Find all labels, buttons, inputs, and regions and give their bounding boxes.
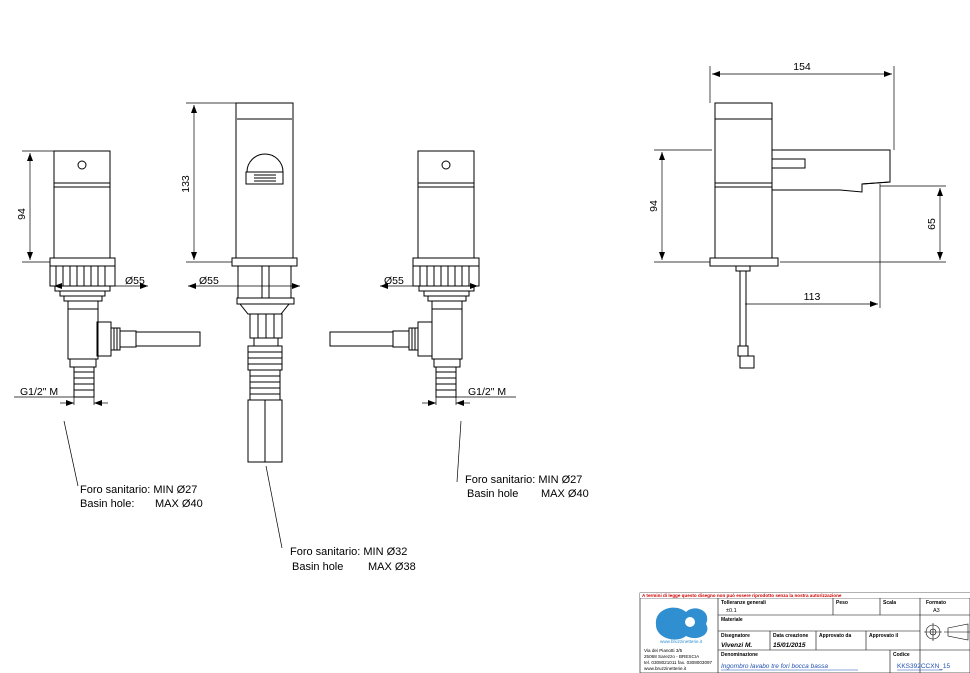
tolleranze-label: Tolleranze generali xyxy=(721,600,767,606)
codice-label: Codice xyxy=(893,652,910,658)
note-left: Foro sanitario: MIN Ø27 Basin hole: MAX … xyxy=(80,484,203,510)
note-left-line2-value: MAX Ø40 xyxy=(155,498,203,510)
disegnatore-value: Vivenzi M. xyxy=(721,642,752,649)
note-center-line2-label: Basin hole xyxy=(292,561,343,573)
note-left-line2-label: Basin hole: xyxy=(80,498,134,510)
title-block-warning: A termini di legge questo disegno non pu… xyxy=(642,593,842,598)
address-line-1: Via dei Pianotti 3/5 xyxy=(644,648,683,653)
note-center-line1: Foro sanitario: MIN Ø32 xyxy=(290,546,407,558)
tolleranze-value: ±0.1 xyxy=(726,608,737,614)
side-height-dimension: 94 xyxy=(648,200,660,212)
note-center: Foro sanitario: MIN Ø32 Basin hole MAX Ø… xyxy=(290,546,416,573)
company-logo xyxy=(655,607,708,640)
center-spout-front-view xyxy=(231,102,298,463)
note-right-line2-value: MAX Ø40 xyxy=(541,488,589,500)
note-right: Foro sanitario: MIN Ø27 Basin hole MAX Ø… xyxy=(465,474,589,500)
spout-height-65-dimension: 65 xyxy=(926,218,938,230)
side-dimension-lines xyxy=(654,66,946,308)
left-dimension-lines xyxy=(14,150,148,487)
title-block-warning-bar xyxy=(640,593,970,598)
data-creazione-label: Data creazione xyxy=(773,633,809,639)
codice-value: KKS392CCXN_15 xyxy=(897,663,950,670)
center-dimension-lines xyxy=(186,102,300,549)
overall-length-dimension: 154 xyxy=(793,61,811,73)
formato-label: Formato xyxy=(926,600,946,606)
right-valve-front-view xyxy=(329,150,480,398)
logo-website: www.bruzzinetterie.it xyxy=(660,639,703,644)
formato-value: A3 xyxy=(933,608,940,614)
address-line-4: www.bruzzinetterie.it xyxy=(644,666,687,671)
note-right-line2-label: Basin hole xyxy=(467,488,518,500)
center-diameter-dimension: Ø55 xyxy=(199,275,219,287)
denominazione-value: Ingombro lavabo tre fori bocca bassa xyxy=(721,663,828,670)
note-left-line1: Foro sanitario: MIN Ø27 xyxy=(80,484,197,496)
denominazione-label: Denominazione xyxy=(721,652,758,658)
address-line-3: tel. 0308021011 fax. 0308003097 xyxy=(644,660,713,665)
note-center-line2-value: MAX Ø38 xyxy=(368,561,416,573)
right-dimension-lines xyxy=(380,283,516,483)
peso-label: Peso xyxy=(836,600,848,606)
scala-label: Scala xyxy=(883,600,896,606)
approvato-da-label: Approvato da xyxy=(819,633,851,639)
left-diameter-dimension: Ø55 xyxy=(125,275,145,287)
right-diameter-dimension: Ø55 xyxy=(384,275,404,287)
left-valve-front-view xyxy=(49,150,201,398)
spout-reach-dimension: 113 xyxy=(804,291,821,303)
left-thread-dimension: G1/2" M xyxy=(20,386,58,398)
disegnatore-label: Disegnatore xyxy=(721,633,750,639)
materiale-label: Materiale xyxy=(721,617,743,623)
right-thread-dimension: G1/2" M xyxy=(468,386,506,398)
note-right-line1: Foro sanitario: MIN Ø27 xyxy=(465,474,582,486)
spout-height-dimension: 133 xyxy=(180,175,192,193)
approvato-il-label: Approvato il xyxy=(869,633,899,639)
left-height-dimension: 94 xyxy=(16,208,28,220)
address-line-2: 25068 Sarezzo - BRESCIA xyxy=(644,654,700,659)
projection-symbol-icon xyxy=(924,623,970,641)
data-creazione-value: 15/01/2015 xyxy=(773,642,806,649)
spout-side-view xyxy=(709,102,891,369)
